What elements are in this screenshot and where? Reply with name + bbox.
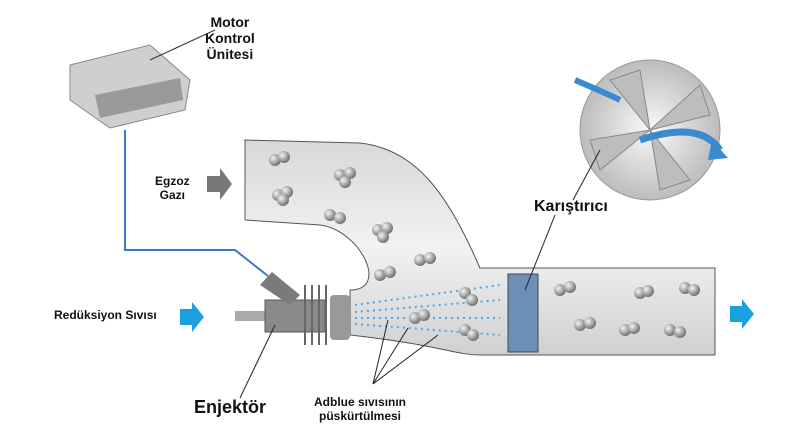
exhaust-label-line1: Egzoz (155, 174, 190, 188)
mixer-element (507, 273, 539, 353)
injector-label: Enjektör (194, 397, 267, 417)
ecu-label-line3: Ünitesi (206, 46, 254, 63)
ecu-leader-line (149, 29, 216, 61)
reductant-arrow (180, 302, 204, 332)
gas-molecules (269, 151, 700, 341)
leader-lines (239, 149, 601, 399)
exhaust-pipe (244, 139, 716, 356)
ecu-label-line1: Motor (210, 14, 250, 30)
exhaust-gas-arrow (207, 168, 232, 200)
spray-label: Adblue sıvısının püskürtülmesi (314, 395, 407, 424)
ecu-unit (69, 44, 191, 129)
exhaust-label-line2: Gazı (159, 187, 185, 202)
control-wire (124, 130, 269, 277)
spray-label-line2: püskürtülmesi (318, 408, 402, 423)
mixer-label: Karıştırıcı (534, 198, 608, 215)
outlet-arrow (730, 299, 754, 329)
mixer-detail-image (573, 59, 728, 201)
ecu-label: Motor Kontrol Ünitesi (205, 14, 255, 62)
reductant-label: Redüksiyon Sıvısı (54, 308, 157, 322)
injector (235, 272, 350, 345)
ecu-label-line2: Kontrol (205, 30, 255, 47)
exhaust-gas-label: Egzoz Gazı (155, 174, 190, 203)
spray-label-line1: Adblue sıvısının (314, 395, 407, 409)
